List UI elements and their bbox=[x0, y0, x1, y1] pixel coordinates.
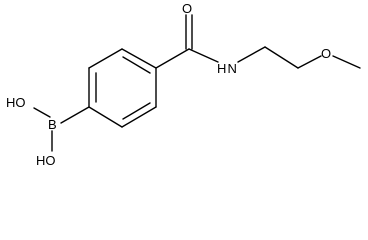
amide-chain bbox=[155, 14, 361, 69]
ch2-to-ch2-bond bbox=[264, 46, 299, 69]
ether-oxygen-to-methyl-bond bbox=[332, 55, 361, 69]
ring-bond-top-right-top bbox=[121, 48, 157, 69]
carbonyl-to-nitrogen-bond bbox=[188, 48, 219, 63]
ring-to-boron-bond bbox=[60, 106, 90, 124]
amide-nitrogen-label: H N bbox=[217, 61, 237, 76]
boronic-acid-group bbox=[33, 106, 90, 152]
benzene-ring bbox=[88, 48, 157, 128]
chemical-structure-diagram: O H N O B HO HO bbox=[6, 1, 361, 168]
lower-hydroxyl-label: HO bbox=[36, 153, 56, 168]
ether-oxygen-label: O bbox=[321, 46, 331, 61]
ring-double-bond-inner-bottom bbox=[122, 102, 151, 120]
ring-bond-top-left-top bbox=[88, 48, 123, 69]
boron-to-upper-hydroxyl-bond bbox=[33, 107, 51, 118]
ring-double-bond-inner-top bbox=[122, 56, 151, 74]
ring-bond-bottom-left bbox=[88, 106, 123, 128]
ring-bond-bottom-right bbox=[121, 106, 157, 128]
ch2-to-ether-oxygen-bond bbox=[297, 55, 322, 69]
boron-label: B bbox=[48, 117, 57, 132]
nitrogen-to-ch2-bond bbox=[237, 46, 266, 63]
ring-to-carbonyl-bond bbox=[155, 48, 190, 69]
carbonyl-oxygen-label: O bbox=[182, 1, 192, 16]
upper-hydroxyl-label: HO bbox=[6, 95, 26, 110]
